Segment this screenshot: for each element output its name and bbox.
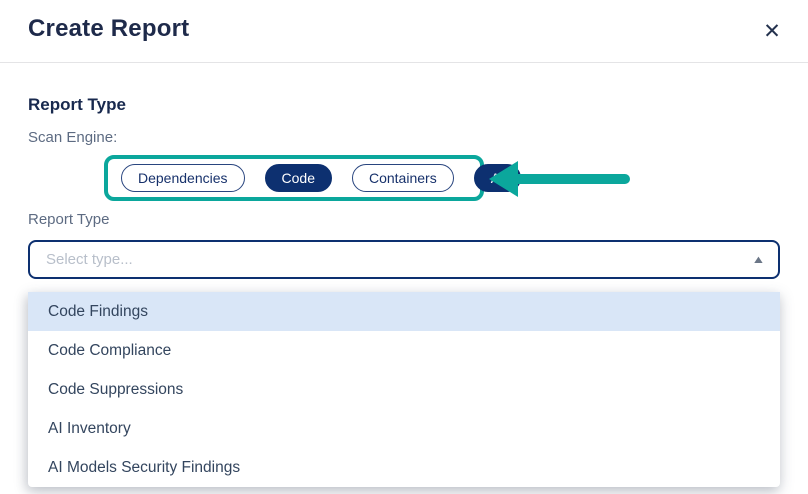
report-type-heading: Report Type (28, 95, 126, 114)
engine-pill-code[interactable]: Code (264, 164, 332, 192)
chevron-up-icon[interactable]: ▲ (751, 253, 766, 266)
arrow-shaft (514, 174, 630, 184)
select-placeholder: Select type... (46, 251, 133, 268)
close-icon[interactable]: ✕ (758, 17, 786, 45)
engine-pill-containers[interactable]: Containers (351, 164, 454, 192)
report-type-select[interactable]: Select type... ▲ (28, 240, 780, 279)
option-ai-inventory[interactable]: AI Inventory (48, 419, 131, 437)
modal-header: Create Report ✕ (0, 0, 808, 63)
report-type-dropdown: Code Findings Code Compliance Code Suppr… (28, 292, 780, 487)
modal-title: Create Report (28, 15, 190, 42)
option-ai-models-security-findings[interactable]: AI Models Security Findings (48, 458, 241, 476)
scan-engine-highlight-annotation: Dependencies Code Containers AI (104, 155, 521, 201)
scan-engine-label: Scan Engine: (28, 129, 118, 146)
report-type-label: Report Type (28, 211, 110, 228)
engine-pill-dependencies[interactable]: Dependencies (121, 164, 245, 192)
option-code-findings[interactable]: Code Findings (28, 292, 780, 331)
option-code-suppressions[interactable]: Code Suppressions (48, 380, 184, 398)
option-code-compliance[interactable]: Code Compliance (48, 341, 172, 359)
engine-pill-ai[interactable]: AI (473, 164, 521, 192)
